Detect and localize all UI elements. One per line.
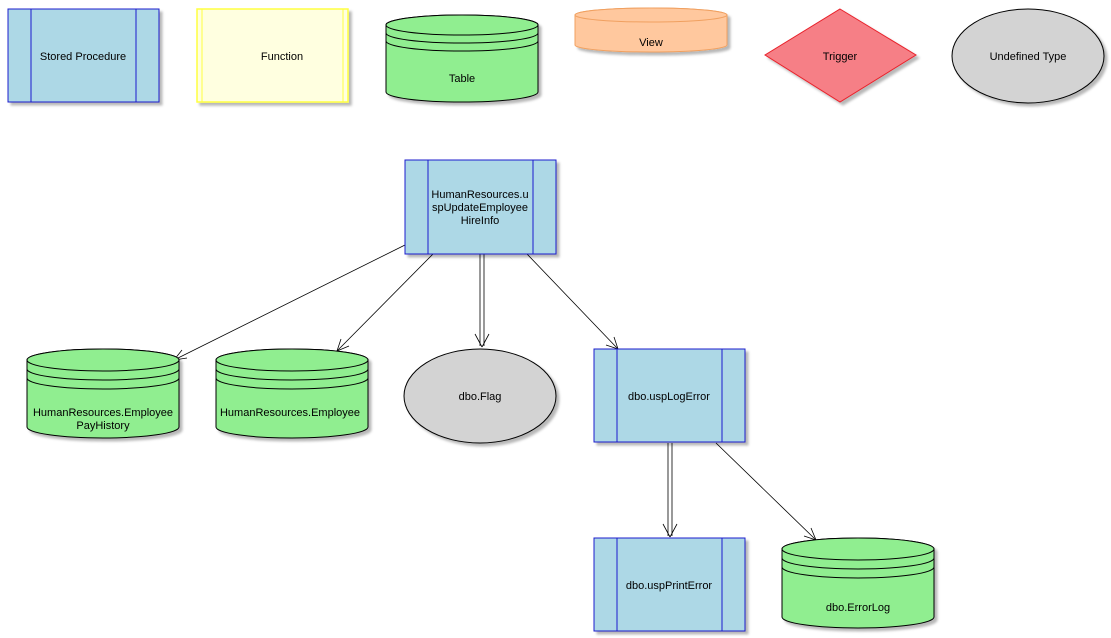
node-dbo-flag[interactable]: dbo.Flag: [403, 348, 557, 444]
node-log-error-label: dbo.uspLogError: [628, 391, 710, 403]
legend-stored-procedure: Stored Procedure: [7, 8, 160, 103]
legend-view: View: [574, 7, 728, 53]
legend-table-label: Table: [449, 73, 475, 85]
node-root-label-line3: HireInfo: [461, 215, 500, 227]
edge-root-to-pay-history: [173, 244, 406, 361]
legend-table: Table: [385, 14, 539, 103]
legend-trigger-label: Trigger: [823, 51, 858, 63]
edge-root-to-log-error: [526, 253, 619, 350]
node-employee-pay-history[interactable]: HumanResources.Employee PayHistory: [26, 348, 180, 439]
node-pay-history-label-line2: PayHistory: [76, 420, 130, 432]
node-root-label-line1: HumanResources.u: [431, 189, 528, 201]
node-usp-log-error[interactable]: dbo.uspLogError: [593, 348, 746, 443]
node-error-log-label: dbo.ErrorLog: [826, 602, 890, 614]
node-usp-update-employee-hire-info[interactable]: HumanResources.u spUpdateEmployee HireIn…: [404, 159, 557, 255]
edge-root-to-employee: [336, 253, 434, 352]
node-root-label-line2: spUpdateEmployee: [432, 202, 528, 214]
node-flag-label: dbo.Flag: [459, 391, 502, 403]
edge-log-error-to-error-log: [715, 442, 817, 541]
legend-undefined-type: Undefined Type: [951, 8, 1105, 104]
legend-function-label: Function: [261, 51, 303, 63]
node-error-log[interactable]: dbo.ErrorLog: [781, 537, 935, 629]
edge-log-error-to-print-error: [662, 443, 678, 538]
node-pay-history-label-line1: HumanResources.Employee: [33, 407, 173, 419]
node-employee-label: HumanResources.Employee: [220, 407, 360, 419]
legend-stored-procedure-label: Stored Procedure: [40, 51, 126, 63]
legend-view-label: View: [639, 37, 663, 49]
dependency-edges: [173, 244, 817, 541]
legend-trigger: Trigger: [764, 8, 917, 103]
legend-undefined-type-label: Undefined Type: [990, 51, 1067, 63]
legend-function: Function: [196, 8, 349, 103]
edge-root-to-flag: [474, 254, 490, 348]
node-employee[interactable]: HumanResources.Employee: [215, 348, 369, 439]
node-usp-print-error[interactable]: dbo.uspPrintError: [593, 537, 746, 632]
node-print-error-label: dbo.uspPrintError: [626, 580, 713, 592]
